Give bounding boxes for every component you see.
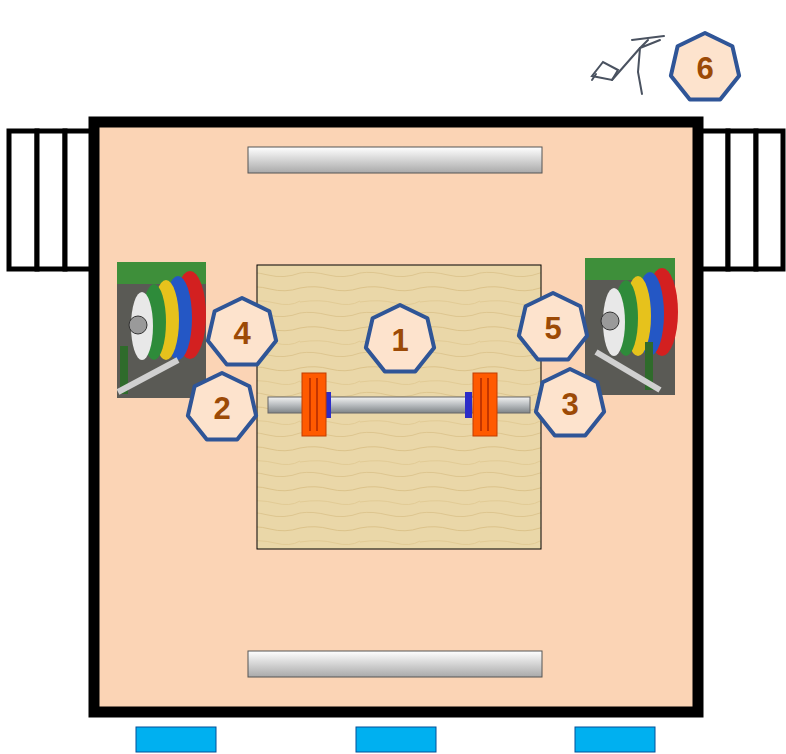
rail [248,147,542,173]
callout-number: 4 [233,318,250,349]
lifting-area [257,265,541,549]
callout-number: 3 [561,389,578,420]
callout-badge: 2 [184,370,260,446]
callout-badge: 6 [667,30,743,106]
platform [94,122,698,712]
callout-badge: 5 [515,290,591,366]
callout-number: 2 [213,393,230,424]
bar-jack [592,36,664,94]
judge-seat [136,727,655,752]
stairs [700,131,783,269]
rail [248,651,542,677]
callout-badge: 1 [362,302,438,378]
callout-badge: 4 [204,295,280,371]
callout-number: 6 [696,53,713,84]
plate-rack [117,262,206,398]
plate-rack [585,258,678,395]
stairs [9,131,93,269]
callout-badge: 3 [532,366,608,442]
barbell [268,373,530,436]
callout-number: 5 [544,313,561,344]
callout-number: 1 [391,325,408,356]
